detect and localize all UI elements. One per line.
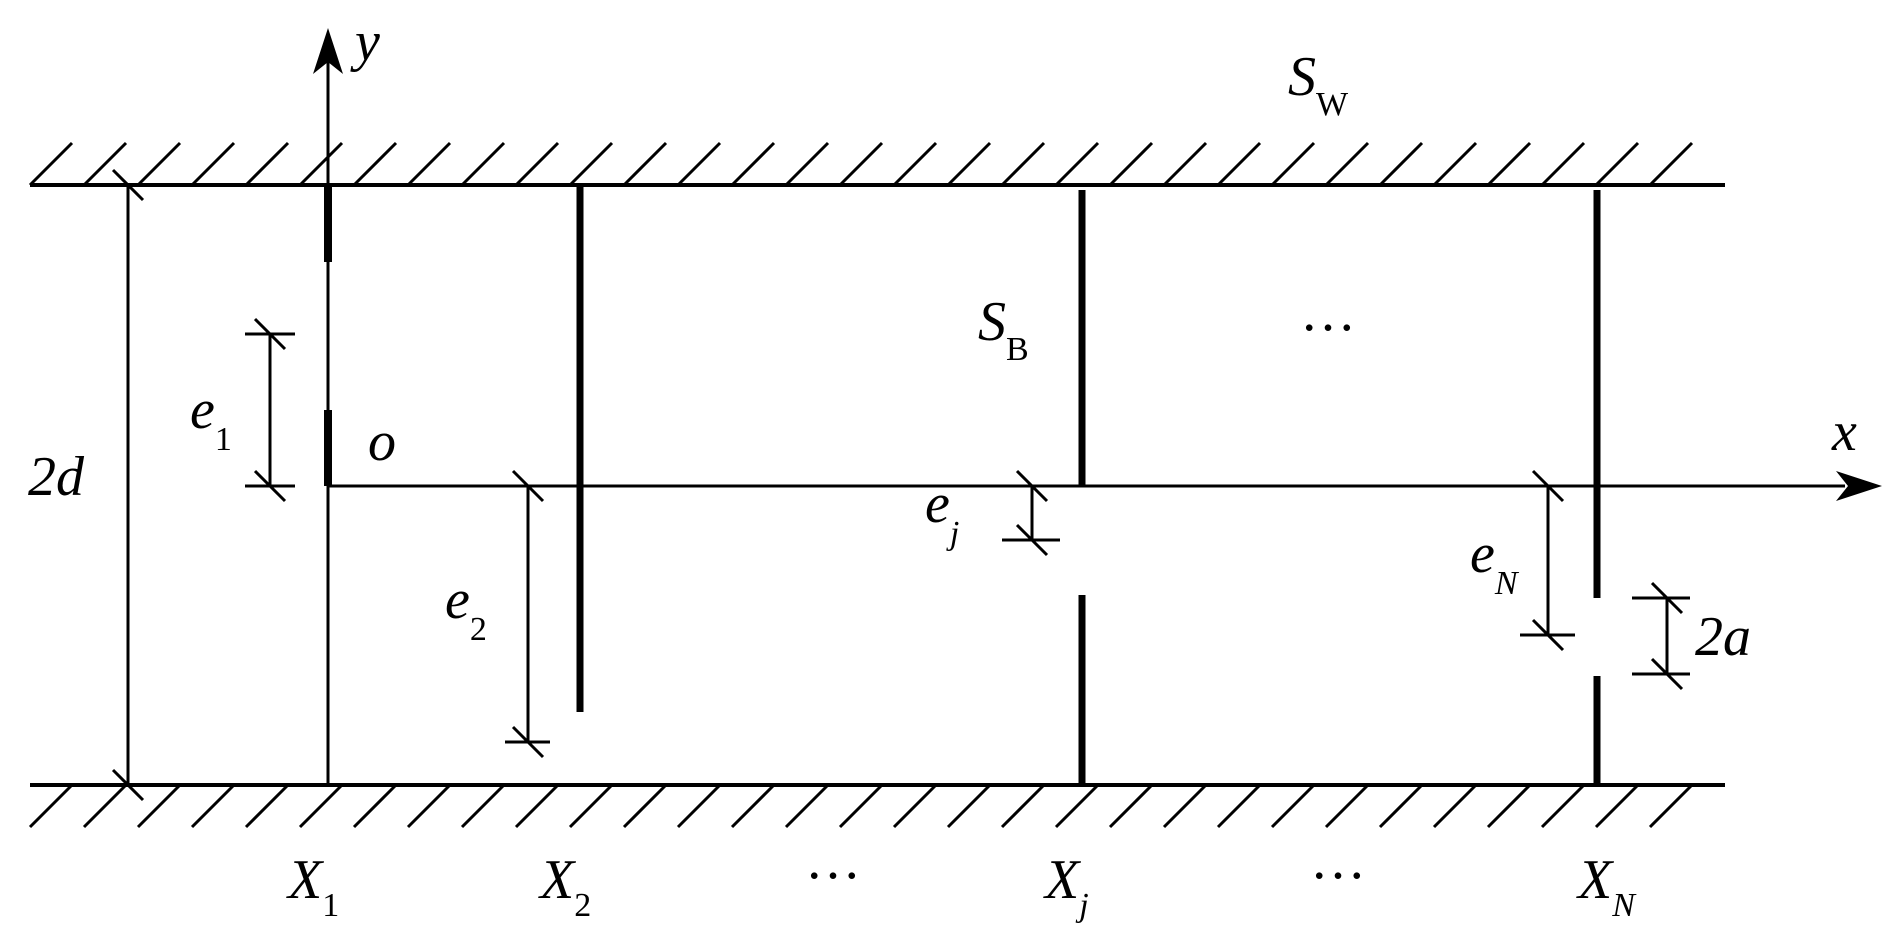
hatch-mark: [1594, 141, 1640, 187]
hatch-mark: [82, 783, 128, 829]
hatch-mark: [730, 141, 776, 187]
dimension-ej: [1002, 469, 1060, 557]
gap-label: 2a: [1695, 606, 1751, 668]
hatch-mark: [1378, 783, 1424, 829]
hatch-mark: [568, 783, 614, 829]
hatch-mark: [1108, 783, 1154, 829]
hatch-mark: [1000, 783, 1046, 829]
ellipsis-bottom-left: …: [805, 829, 861, 891]
hatch-mark: [1378, 141, 1424, 187]
hatch-mark: [460, 141, 506, 187]
hatch-mark: [1324, 141, 1370, 187]
y-axis-arrow-icon: [313, 28, 343, 74]
hatch-mark: [1486, 141, 1532, 187]
hatch-mark: [1540, 783, 1586, 829]
hatch-mark: [1216, 783, 1262, 829]
hatch-mark: [1648, 141, 1694, 187]
hatch-mark: [1540, 141, 1586, 187]
hatch-mark: [568, 141, 614, 187]
hatch-mark: [1054, 783, 1100, 829]
hatch-mark: [352, 141, 398, 187]
x-axis-arrow-icon: [1836, 471, 1882, 501]
bottom-wall-hatching: [28, 783, 1694, 829]
hatch-mark: [784, 141, 830, 187]
height-label: 2d: [28, 446, 85, 508]
y-axis-label: y: [350, 11, 380, 73]
hatch-mark: [190, 141, 236, 187]
hatch-mark: [514, 141, 560, 187]
hatch-mark: [1162, 141, 1208, 187]
dimension-e1: [245, 317, 295, 503]
hatch-mark: [244, 141, 290, 187]
hatch-mark: [676, 783, 722, 829]
hatch-mark: [406, 783, 452, 829]
hatch-mark: [298, 141, 344, 187]
hatch-mark: [892, 783, 938, 829]
dimension-2a: [1632, 581, 1690, 691]
hatch-mark: [244, 783, 290, 829]
X1-label: X1: [286, 849, 339, 924]
hatch-mark: [1108, 141, 1154, 187]
dimension-eN: [1520, 469, 1575, 652]
hatch-mark: [136, 141, 182, 187]
hatch-mark: [136, 783, 182, 829]
hatch-mark: [1486, 783, 1532, 829]
hatch-mark: [1270, 141, 1316, 187]
hatch-mark: [190, 783, 236, 829]
hatch-mark: [946, 783, 992, 829]
hatch-mark: [676, 141, 722, 187]
e2-label: e2: [445, 569, 487, 648]
hatch-mark: [622, 141, 668, 187]
hatch-mark: [460, 783, 506, 829]
x-axis-label: x: [1831, 401, 1857, 463]
ellipsis-bottom-right: …: [1310, 829, 1366, 891]
hatch-mark: [784, 783, 830, 829]
hatch-mark: [838, 141, 884, 187]
hatch-mark: [1432, 141, 1478, 187]
dimension-2d: [111, 168, 145, 802]
hatch-mark: [1162, 783, 1208, 829]
hatch-mark: [1324, 783, 1370, 829]
hatch-mark: [298, 783, 344, 829]
baffle-label: SB: [978, 291, 1029, 368]
hatch-mark: [1054, 141, 1100, 187]
hatch-mark: [82, 141, 128, 187]
ellipsis-upper: …: [1300, 281, 1356, 343]
hatch-mark: [1594, 783, 1640, 829]
hatch-mark: [28, 141, 74, 187]
wall-label: SW: [1288, 46, 1349, 123]
hatch-mark: [514, 783, 560, 829]
hatch-mark: [1270, 783, 1316, 829]
hatch-mark: [1216, 141, 1262, 187]
Xj-label: Xj: [1043, 849, 1089, 924]
hatch-mark: [892, 141, 938, 187]
dimension-e2: [505, 469, 550, 759]
hatch-mark: [28, 783, 74, 829]
X2-label: X2: [538, 849, 591, 924]
hatch-mark: [1432, 783, 1478, 829]
eN-label: eN: [1470, 523, 1520, 602]
hatch-mark: [352, 783, 398, 829]
hatch-mark: [1000, 141, 1046, 187]
hatch-mark: [1648, 783, 1694, 829]
hatch-mark: [946, 141, 992, 187]
hatch-mark: [622, 783, 668, 829]
XN-label: XN: [1576, 849, 1637, 924]
hatch-mark: [730, 783, 776, 829]
hatch-mark: [838, 783, 884, 829]
e1-label: e1: [190, 379, 232, 458]
hatch-mark: [406, 141, 452, 187]
top-wall-hatching: [28, 141, 1694, 187]
ej-label: ej: [925, 473, 959, 552]
origin-label: o: [368, 411, 396, 473]
